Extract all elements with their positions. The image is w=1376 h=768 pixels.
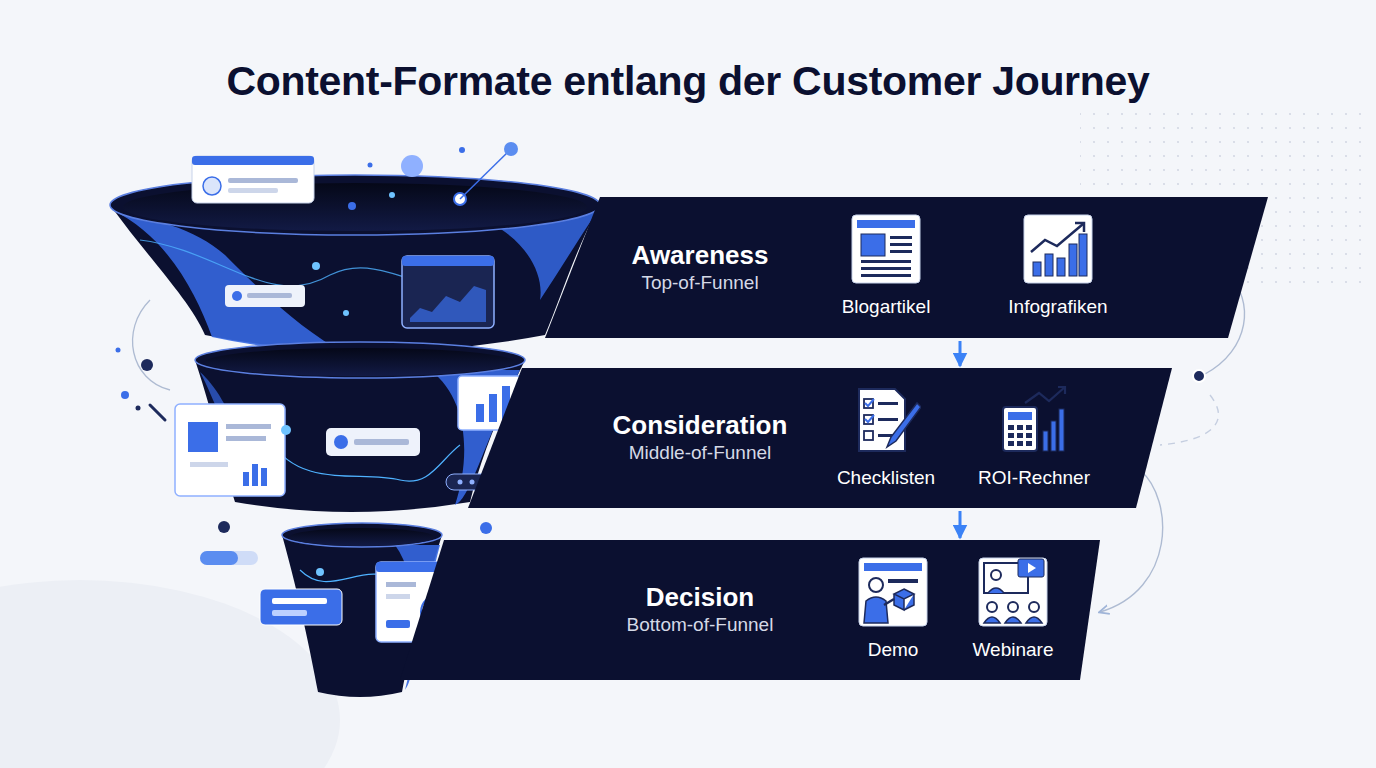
format-label: Blogartikel: [812, 296, 960, 318]
deco-curve: [133, 300, 170, 390]
funnel-stage-band: AwarenessTop-of-FunnelBlogartikelInfogra…: [540, 197, 1270, 338]
format-label: Webinare: [939, 639, 1087, 661]
content-format-item: Demo: [819, 557, 967, 669]
format-icon: [858, 557, 928, 627]
content-format-item: Webinare: [939, 557, 1087, 669]
stage-heading: DecisionBottom-of-Funnel: [570, 540, 830, 680]
format-icon: [978, 557, 1048, 627]
flow-arrow: [959, 341, 962, 366]
stage-heading: ConsiderationMiddle-of-Funnel: [570, 368, 830, 508]
format-icon: [1023, 214, 1093, 284]
content-format-item: Checklisten: [812, 385, 960, 497]
format-label: Infografiken: [984, 296, 1132, 318]
stage-heading: AwarenessTop-of-Funnel: [570, 197, 830, 338]
stage-name: Consideration: [613, 410, 788, 441]
stage-name: Decision: [646, 582, 754, 613]
content-format-item: ROI-Rechner: [960, 385, 1108, 497]
deco-curve: [1160, 395, 1218, 445]
format-icon: [851, 214, 921, 284]
format-label: Checklisten: [812, 467, 960, 489]
format-label: Demo: [819, 639, 967, 661]
format-label: ROI-Rechner: [960, 467, 1108, 489]
content-format-item: Infografiken: [984, 214, 1132, 326]
funnel-stage-band: ConsiderationMiddle-of-FunnelChecklisten…: [460, 368, 1174, 508]
funnel-stage-band: DecisionBottom-of-FunnelDemoWebinare: [400, 540, 1102, 680]
deco-dot: [141, 359, 153, 371]
stage-name: Awareness: [632, 240, 769, 271]
format-icon: [851, 385, 921, 455]
format-icon: [999, 385, 1069, 455]
funnel-position: Bottom-of-Funnel: [627, 613, 774, 638]
flow-arrow: [959, 511, 962, 538]
funnel-position: Middle-of-Funnel: [629, 441, 772, 466]
funnel-position: Top-of-Funnel: [641, 271, 758, 296]
deco-dot: [1193, 370, 1205, 382]
content-format-item: Blogartikel: [812, 214, 960, 326]
title: Content-Formate entlang der Customer Jou…: [0, 58, 1376, 105]
